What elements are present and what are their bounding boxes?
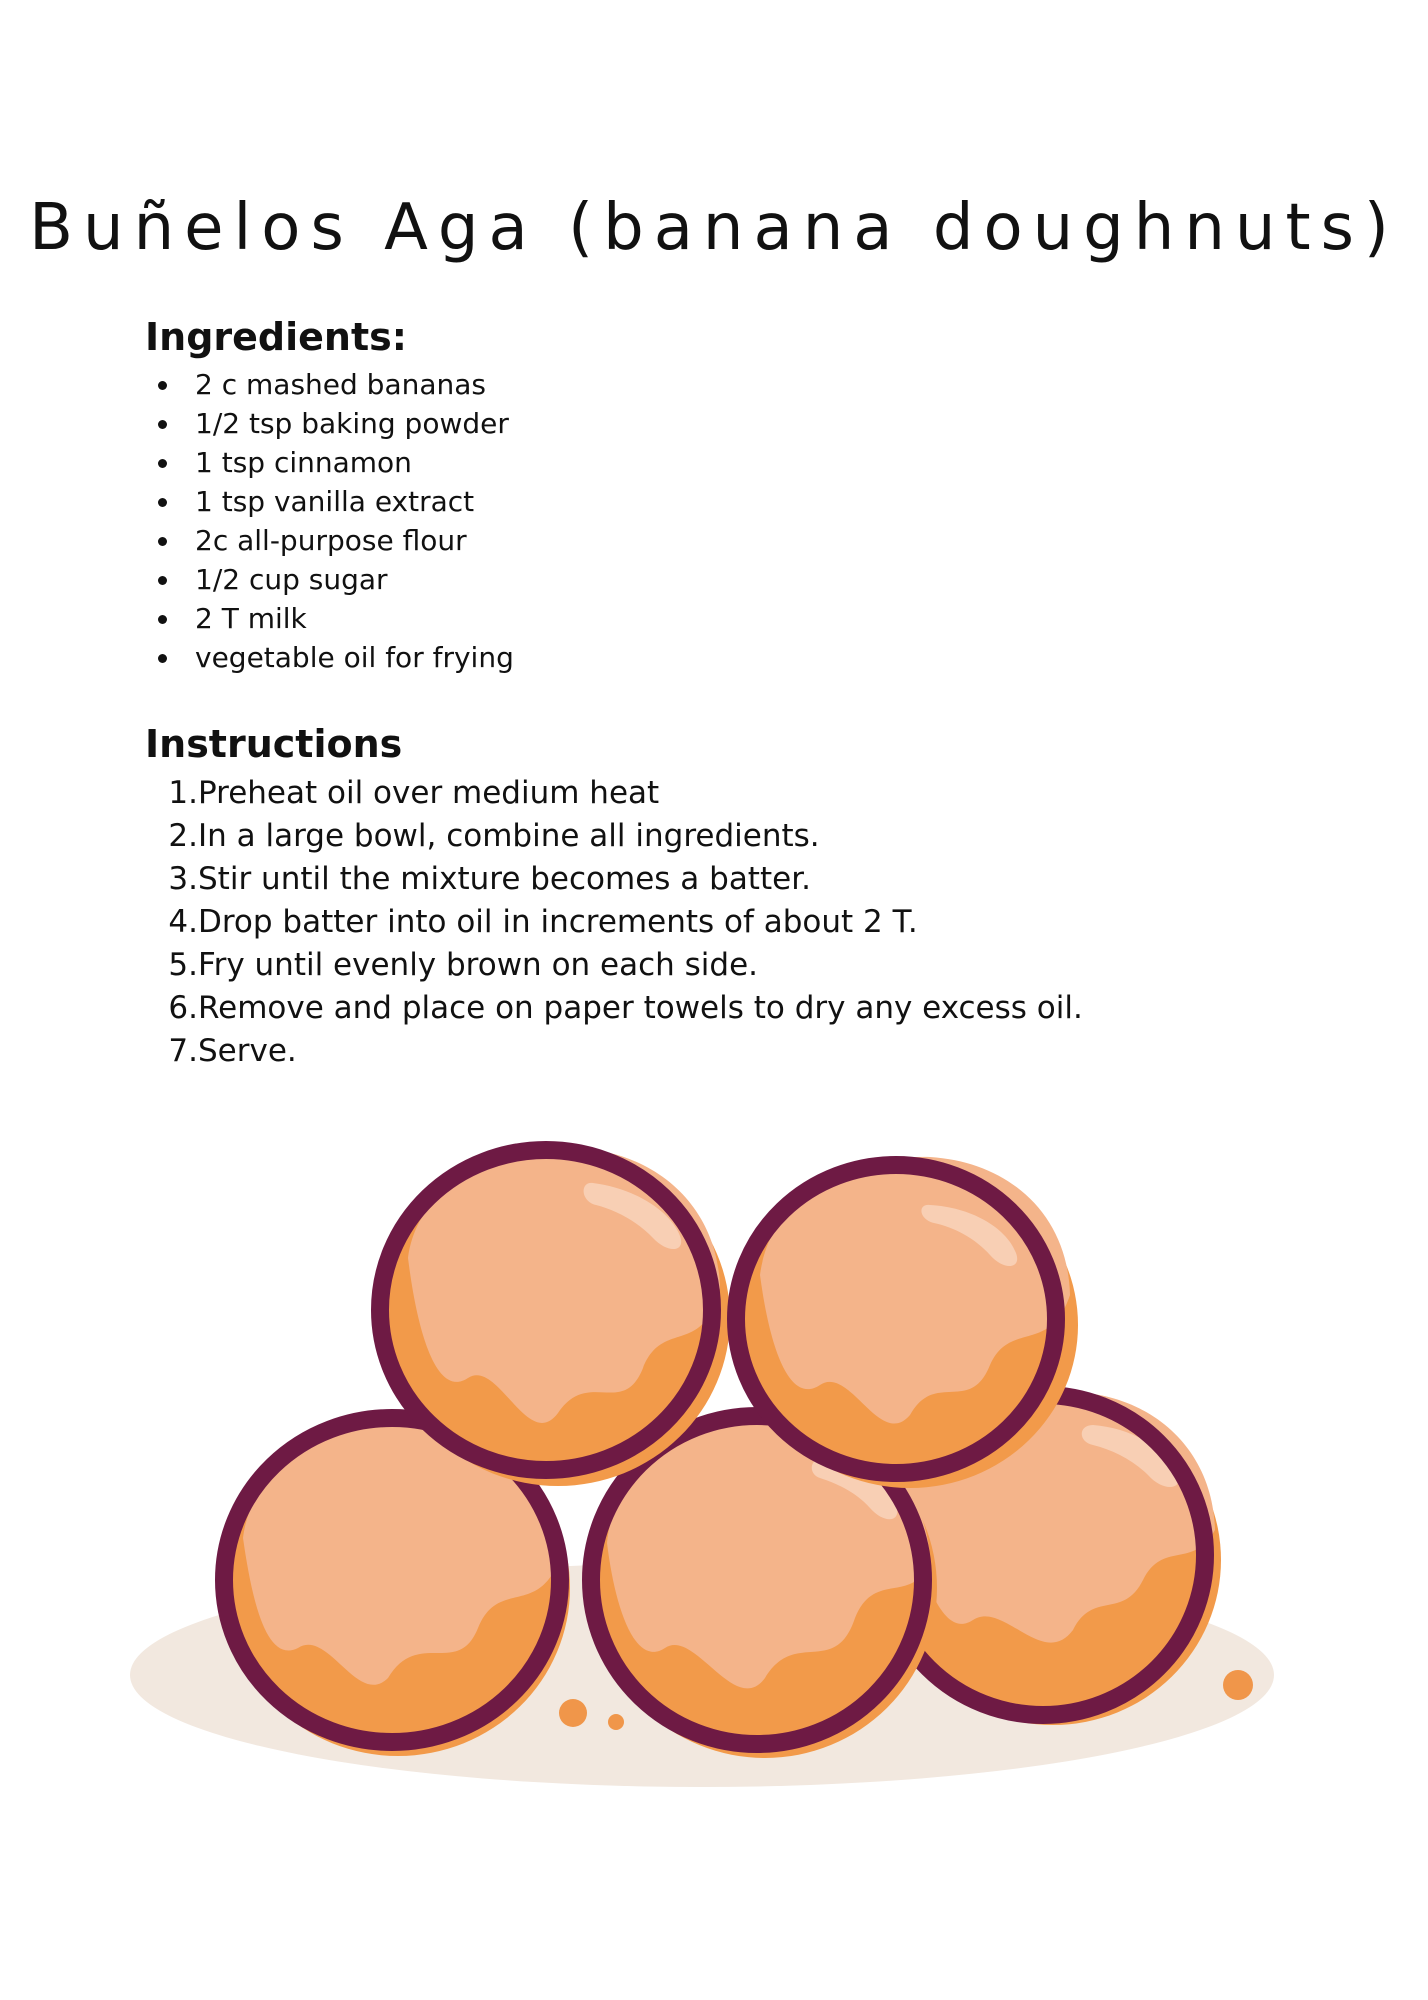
- instructions-heading: Instructions: [145, 722, 403, 766]
- step-number: 7.: [168, 1033, 198, 1069]
- step-text: Serve.: [198, 1033, 297, 1069]
- bullet-icon: [158, 537, 167, 546]
- doughnut-bottom-left: [215, 1409, 570, 1756]
- crumb-icon: [608, 1714, 624, 1730]
- doughnut-top-left: [371, 1141, 730, 1486]
- step-text: Stir until the mixture becomes a batter.: [198, 861, 811, 897]
- ingredient-item: 1 tsp vanilla extract: [145, 482, 514, 521]
- ingredient-item: 2 c mashed bananas: [145, 365, 514, 404]
- step-number: 4.: [168, 904, 198, 940]
- doughnut-top-right: [727, 1156, 1078, 1488]
- instruction-step: 7.Serve.: [165, 1030, 1083, 1073]
- step-number: 1.: [168, 775, 198, 811]
- bullet-icon: [158, 576, 167, 585]
- ingredient-item: 1/2 cup sugar: [145, 560, 514, 599]
- bullet-icon: [158, 381, 167, 390]
- ingredient-item: 1 tsp cinnamon: [145, 443, 514, 482]
- instruction-step: 2.In a large bowl, combine all ingredien…: [165, 815, 1083, 858]
- step-text: Preheat oil over medium heat: [198, 775, 660, 811]
- step-text: Fry until evenly brown on each side.: [198, 947, 759, 983]
- instruction-step: 6.Remove and place on paper towels to dr…: [165, 987, 1083, 1030]
- step-number: 6.: [168, 990, 198, 1026]
- instruction-step: 4.Drop batter into oil in increments of …: [165, 901, 1083, 944]
- instructions-list: 1.Preheat oil over medium heat 2.In a la…: [165, 772, 1083, 1073]
- ingredient-item: vegetable oil for frying: [145, 638, 514, 677]
- bullet-icon: [158, 498, 167, 507]
- ingredient-item: 2 T milk: [145, 599, 514, 638]
- doughnut-stack-illustration: .fill-plate { fill: #f2e8df; } .fill-cru…: [130, 1141, 1274, 1787]
- ingredient-item: 1/2 tsp baking powder: [145, 404, 514, 443]
- step-number: 2.: [168, 818, 198, 854]
- crumb-icon: [559, 1699, 587, 1727]
- ingredients-list: 2 c mashed bananas 1/2 tsp baking powder…: [145, 365, 514, 677]
- instruction-step: 3.Stir until the mixture becomes a batte…: [165, 858, 1083, 901]
- instruction-step: 1.Preheat oil over medium heat: [165, 772, 1083, 815]
- crumb-icon: [1223, 1670, 1253, 1700]
- step-text: In a large bowl, combine all ingredients…: [198, 818, 820, 854]
- step-text: Drop batter into oil in increments of ab…: [198, 904, 918, 940]
- doughnut-bottom-middle: [582, 1407, 937, 1758]
- instruction-step: 5.Fry until evenly brown on each side.: [165, 944, 1083, 987]
- bullet-icon: [158, 615, 167, 624]
- step-text: Remove and place on paper towels to dry …: [198, 990, 1083, 1026]
- step-number: 3.: [168, 861, 198, 897]
- bullet-icon: [158, 420, 167, 429]
- ingredient-item: 2c all-purpose flour: [145, 521, 514, 560]
- bullet-icon: [158, 654, 167, 663]
- step-number: 5.: [168, 947, 198, 983]
- bullet-icon: [158, 459, 167, 468]
- ingredients-heading: Ingredients:: [145, 315, 407, 359]
- recipe-title: Buñelos Aga (banana doughnuts): [29, 191, 1399, 265]
